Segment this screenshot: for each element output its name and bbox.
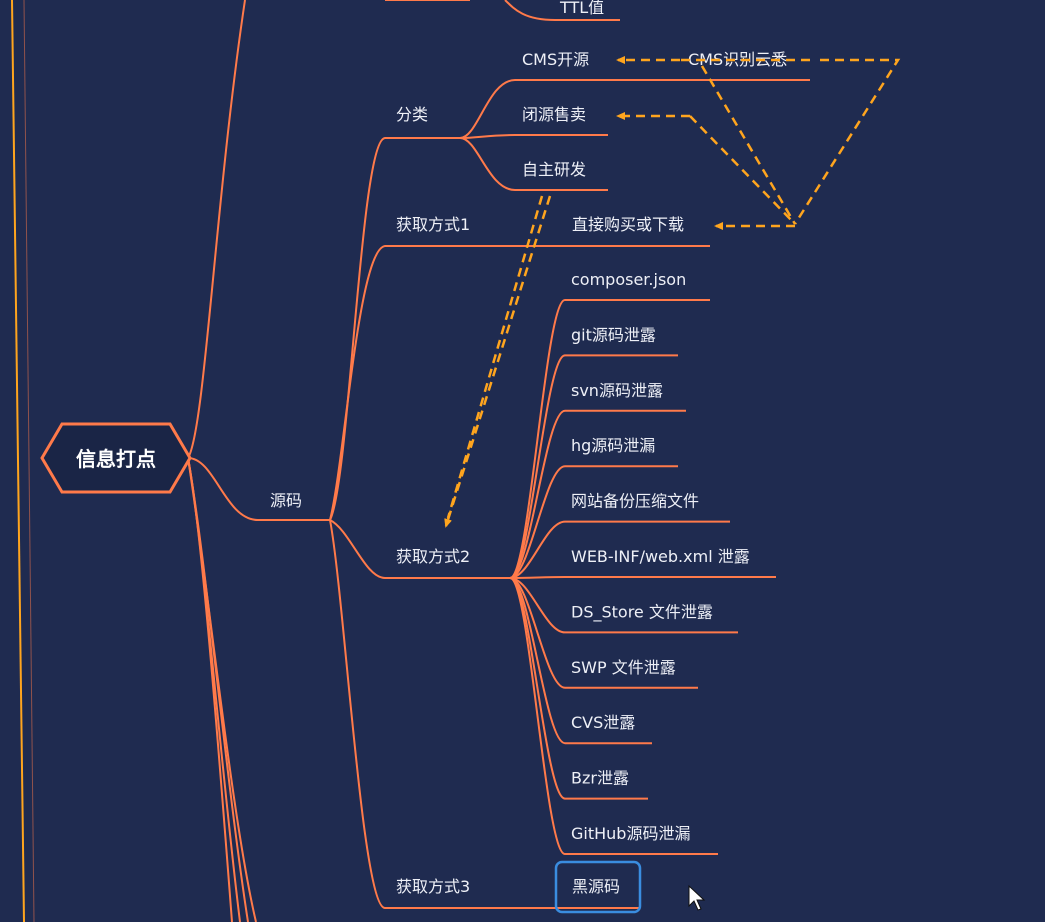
method2-items: composer.json git源码泄露 svn源码泄露 hg源码泄漏网站备份压缩文… bbox=[571, 270, 750, 843]
method2-branch-line bbox=[509, 465, 678, 579]
method2-item-node[interactable]: svn源码泄露 bbox=[571, 381, 663, 400]
category-to-closed bbox=[459, 134, 608, 139]
method2-branch-line bbox=[509, 577, 698, 689]
method2-item-node[interactable]: 网站备份压缩文件 bbox=[571, 492, 699, 511]
method2-branch-line bbox=[509, 577, 718, 855]
method2-item-label: svn源码泄露 bbox=[571, 381, 663, 400]
method2-item-label: composer.json bbox=[571, 270, 686, 289]
method2-branch-line bbox=[509, 409, 686, 579]
mouse-cursor-icon bbox=[688, 884, 706, 911]
root-to-source bbox=[187, 457, 330, 521]
left-edge-branch-thin bbox=[23, 0, 35, 922]
ttl-connector bbox=[504, 0, 620, 21]
cms-identify-label: CMS识别云悉 bbox=[688, 50, 787, 69]
source-to-category bbox=[329, 137, 460, 521]
ttl-label: TTL值 bbox=[559, 0, 604, 17]
method3-label: 获取方式3 bbox=[396, 877, 470, 896]
node-cms-identify[interactable]: CMS识别云悉 bbox=[688, 50, 787, 69]
direct-buy-label: 直接购买或下载 bbox=[572, 215, 684, 234]
node-method3[interactable]: 获取方式3 bbox=[396, 877, 470, 896]
method2-item-node[interactable]: DS_Store 文件泄露 bbox=[571, 602, 713, 622]
node-method1[interactable]: 获取方式1 bbox=[396, 215, 470, 234]
dash-line-closed-diag bbox=[689, 115, 796, 225]
root-hexagon bbox=[40, 422, 192, 494]
method2-item-label: GitHub源码泄漏 bbox=[571, 824, 690, 843]
source-label: 源码 bbox=[270, 491, 302, 510]
node-cms-open[interactable]: CMS开源 bbox=[522, 50, 589, 69]
black-source-label: 黑源码 bbox=[572, 877, 620, 896]
selection-box bbox=[554, 860, 642, 914]
method2-item-label: WEB-INF/web.xml 泄露 bbox=[571, 547, 750, 566]
root-branch-down-1 bbox=[187, 457, 233, 922]
method2-branch-line bbox=[509, 354, 678, 579]
closed-sale-label: 闭源售卖 bbox=[522, 105, 586, 124]
method2-item-node[interactable]: git源码泄露 bbox=[571, 325, 656, 344]
node-ttl[interactable]: TTL值 bbox=[559, 0, 604, 17]
method2-branch-line bbox=[509, 576, 776, 579]
method2-item-label: 网站备份压缩文件 bbox=[571, 492, 699, 511]
method2-item-label: hg源码泄漏 bbox=[571, 436, 655, 455]
method2-item-node[interactable]: WEB-INF/web.xml 泄露 bbox=[571, 547, 750, 566]
dash-line-cms-diag bbox=[700, 65, 797, 225]
method2-item-label: git源码泄露 bbox=[571, 325, 656, 344]
method1-label: 获取方式1 bbox=[396, 215, 470, 234]
category-label: 分类 bbox=[396, 105, 428, 124]
method2-branches bbox=[509, 299, 776, 855]
method2-item-node[interactable]: GitHub源码泄漏 bbox=[571, 824, 690, 843]
root-branch-up bbox=[187, 0, 246, 459]
category-to-cms-open bbox=[459, 79, 810, 139]
source-to-method3 bbox=[329, 519, 555, 909]
dash-arrow-to-method2-b bbox=[446, 195, 544, 519]
method2-item-node[interactable]: Bzr泄露 bbox=[571, 769, 629, 788]
method2-item-node[interactable]: SWP 文件泄露 bbox=[571, 658, 676, 677]
root-node[interactable]: 信息打点 bbox=[40, 422, 192, 494]
root-label: 信息打点 bbox=[76, 447, 156, 471]
method2-branch-line bbox=[509, 520, 730, 579]
self-developed-label: 自主研发 bbox=[522, 160, 586, 179]
node-self-developed[interactable]: 自主研发 bbox=[522, 160, 586, 179]
method2-item-label: Bzr泄露 bbox=[571, 769, 629, 788]
method2-item-node[interactable]: hg源码泄漏 bbox=[571, 436, 655, 455]
node-source[interactable]: 源码 bbox=[270, 491, 302, 510]
method2-item-node[interactable]: composer.json bbox=[571, 270, 686, 289]
node-black-source[interactable]: 黑源码 bbox=[554, 860, 642, 914]
method2-branch-line bbox=[509, 577, 738, 634]
method2-item-node[interactable]: CVS泄露 bbox=[571, 713, 635, 732]
method2-item-label: CVS泄露 bbox=[571, 713, 635, 732]
left-edge-branch bbox=[11, 0, 25, 922]
source-to-method2 bbox=[329, 519, 510, 579]
node-closed-sale[interactable]: 闭源售卖 bbox=[522, 105, 586, 124]
method2-item-label: SWP 文件泄露 bbox=[571, 658, 676, 677]
root-branch-down-4 bbox=[187, 457, 257, 922]
dash-arrow-to-method2-a bbox=[444, 195, 552, 528]
node-category[interactable]: 分类 bbox=[396, 105, 428, 124]
category-to-self bbox=[459, 137, 608, 191]
method2-item-label: DS_Store 文件泄露 bbox=[571, 602, 713, 622]
method2-branch-line bbox=[509, 577, 652, 745]
node-direct-buy[interactable]: 直接购买或下载 bbox=[572, 215, 684, 234]
cms-open-label: CMS开源 bbox=[522, 50, 589, 69]
method2-branch-line bbox=[509, 299, 710, 579]
dash-line-right-loop bbox=[793, 58, 901, 225]
source-to-method1 bbox=[329, 245, 710, 521]
node-method2[interactable]: 获取方式2 bbox=[396, 547, 470, 566]
method2-label: 获取方式2 bbox=[396, 547, 470, 566]
